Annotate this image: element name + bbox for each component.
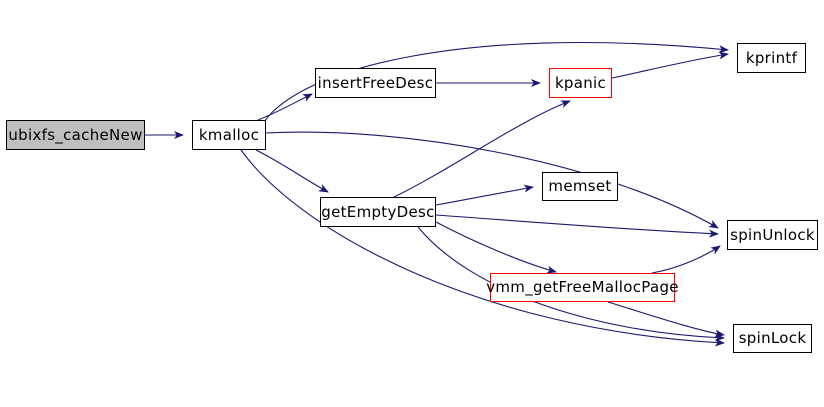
node-label: memset (548, 177, 612, 195)
node-spinUnlock[interactable]: spinUnlock (727, 220, 818, 250)
node-vmm_getFreeMallocPage[interactable]: vmm_getFreeMallocPage (486, 273, 678, 302)
edge-getEmptyDesc-to-vmm_getFreeMallocPage (435, 221, 557, 274)
node-kprintf[interactable]: kprintf (737, 43, 806, 73)
edge-getEmptyDesc-to-spinLock (417, 226, 725, 342)
edge-kmalloc-to-spinLock (240, 149, 725, 347)
node-getEmptyDesc[interactable]: getEmptyDesc (320, 197, 436, 227)
node-label: kpanic (554, 73, 607, 92)
edge-kpanic-to-kprintf (611, 51, 729, 79)
edge-vmm_getFreeMallocPage-to-spinLock (607, 301, 725, 338)
node-label: spinUnlock (730, 225, 815, 244)
edge-kmalloc-to-getEmptyDesc (255, 149, 329, 193)
edge-vmm_getFreeMallocPage-to-spinUnlock (651, 245, 721, 274)
node-label: insertFreeDesc (317, 73, 434, 92)
node-label: getEmptyDesc (321, 202, 435, 221)
node-spinLock[interactable]: spinLock (733, 324, 812, 353)
edge-getEmptyDesc-to-kpanic (393, 100, 571, 198)
node-label: spinLock (738, 329, 807, 347)
node-insertFreeDesc[interactable]: insertFreeDesc (315, 68, 436, 98)
node-label: vmm_getFreeMallocPage (486, 278, 679, 296)
edge-kmalloc-to-kprintf (263, 42, 729, 123)
edge-group (145, 42, 729, 347)
node-kpanic[interactable]: kpanic (549, 68, 612, 98)
edge-getEmptyDesc-to-memset (435, 184, 534, 206)
node-label: kmalloc (198, 125, 260, 144)
node-label: kprintf (745, 48, 798, 67)
edge-getEmptyDesc-to-spinUnlock (435, 214, 719, 238)
node-memset[interactable]: memset (542, 172, 618, 201)
edge-kmalloc-to-insertFreeDesc (257, 93, 313, 121)
node-kmalloc[interactable]: kmalloc (192, 120, 266, 150)
node-label: ubixfs_cacheNew (8, 125, 143, 144)
node-ubixfs_cacheNew: ubixfs_cacheNew (6, 120, 145, 150)
edge-kmalloc-to-spinUnlock (265, 131, 719, 229)
